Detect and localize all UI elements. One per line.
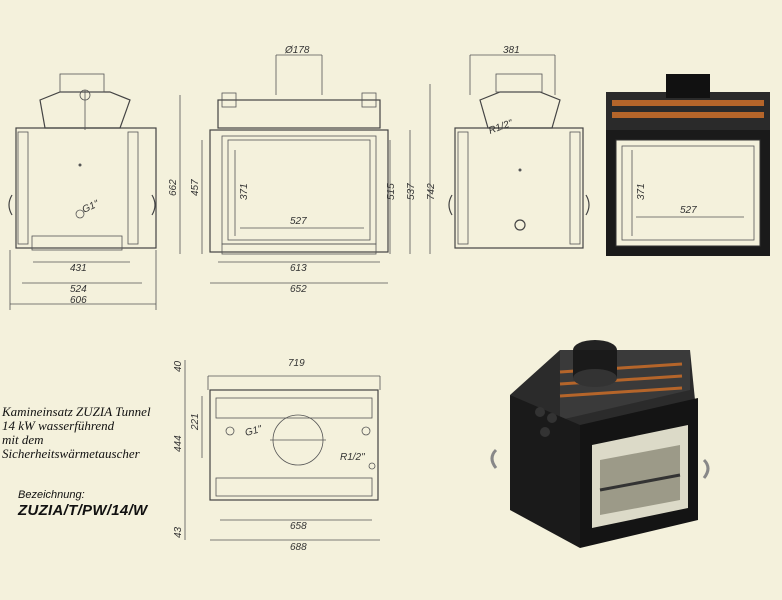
designation-value: ZUZIA/T/PW/14/W bbox=[18, 502, 148, 519]
dim-527-front: 527 bbox=[290, 216, 307, 227]
dim-613: 613 bbox=[290, 263, 307, 274]
side-view-right: 381 R1/2" bbox=[448, 45, 590, 249]
dim-606: 606 bbox=[70, 295, 87, 306]
dim-431: 431 bbox=[70, 263, 87, 274]
dim-221: 221 bbox=[190, 413, 201, 431]
designation-label: Bezeichnung: bbox=[18, 489, 85, 501]
caption-line-3: mit dem bbox=[2, 432, 44, 447]
dim-444: 444 bbox=[173, 435, 184, 452]
dim-457: 457 bbox=[190, 179, 201, 196]
rear-view: 371 527 bbox=[606, 74, 770, 256]
dim-688: 688 bbox=[290, 542, 307, 553]
fitting-g1-left: G1" bbox=[81, 198, 101, 215]
front-view: Ø178 662 457 371 527 515 537 742 613 652 bbox=[168, 45, 437, 295]
caption-line-1: Kamineinsatz ZUZIA Tunnel bbox=[2, 404, 151, 419]
top-view: 719 40 221 444 43 658 688 G1" R1/2" bbox=[173, 358, 381, 553]
dim-719: 719 bbox=[288, 358, 305, 369]
dim-40: 40 bbox=[173, 360, 184, 372]
fitting-r-half-right: R1/2" bbox=[487, 118, 514, 137]
dim-371-front: 371 bbox=[239, 183, 250, 200]
dim-742: 742 bbox=[426, 183, 437, 200]
product-caption: Kamineinsatz ZUZIA Tunnel 14 kW wasserfü… bbox=[2, 405, 182, 461]
side-view-left: 431 524 606 G1" bbox=[8, 73, 157, 310]
caption-line-2: 14 kW wasserführend bbox=[2, 418, 115, 433]
dim-524: 524 bbox=[70, 284, 87, 295]
caption-line-4: Sicherheitswärmetauscher bbox=[2, 446, 140, 461]
dim-515: 515 bbox=[386, 183, 397, 200]
dim-371-rear: 371 bbox=[636, 183, 647, 200]
dim-537: 537 bbox=[406, 183, 417, 200]
dim-381: 381 bbox=[503, 45, 520, 56]
fitting-g1-top: G1" bbox=[244, 424, 264, 439]
dim-662: 662 bbox=[168, 179, 179, 196]
dim-43: 43 bbox=[173, 526, 184, 538]
fireplace-3d-render bbox=[490, 340, 710, 548]
dim-diameter-178: Ø178 bbox=[284, 45, 310, 56]
dim-527-rear: 527 bbox=[680, 205, 697, 216]
fitting-r-half-top: R1/2" bbox=[340, 452, 365, 463]
dim-652: 652 bbox=[290, 284, 307, 295]
dim-658: 658 bbox=[290, 521, 307, 532]
